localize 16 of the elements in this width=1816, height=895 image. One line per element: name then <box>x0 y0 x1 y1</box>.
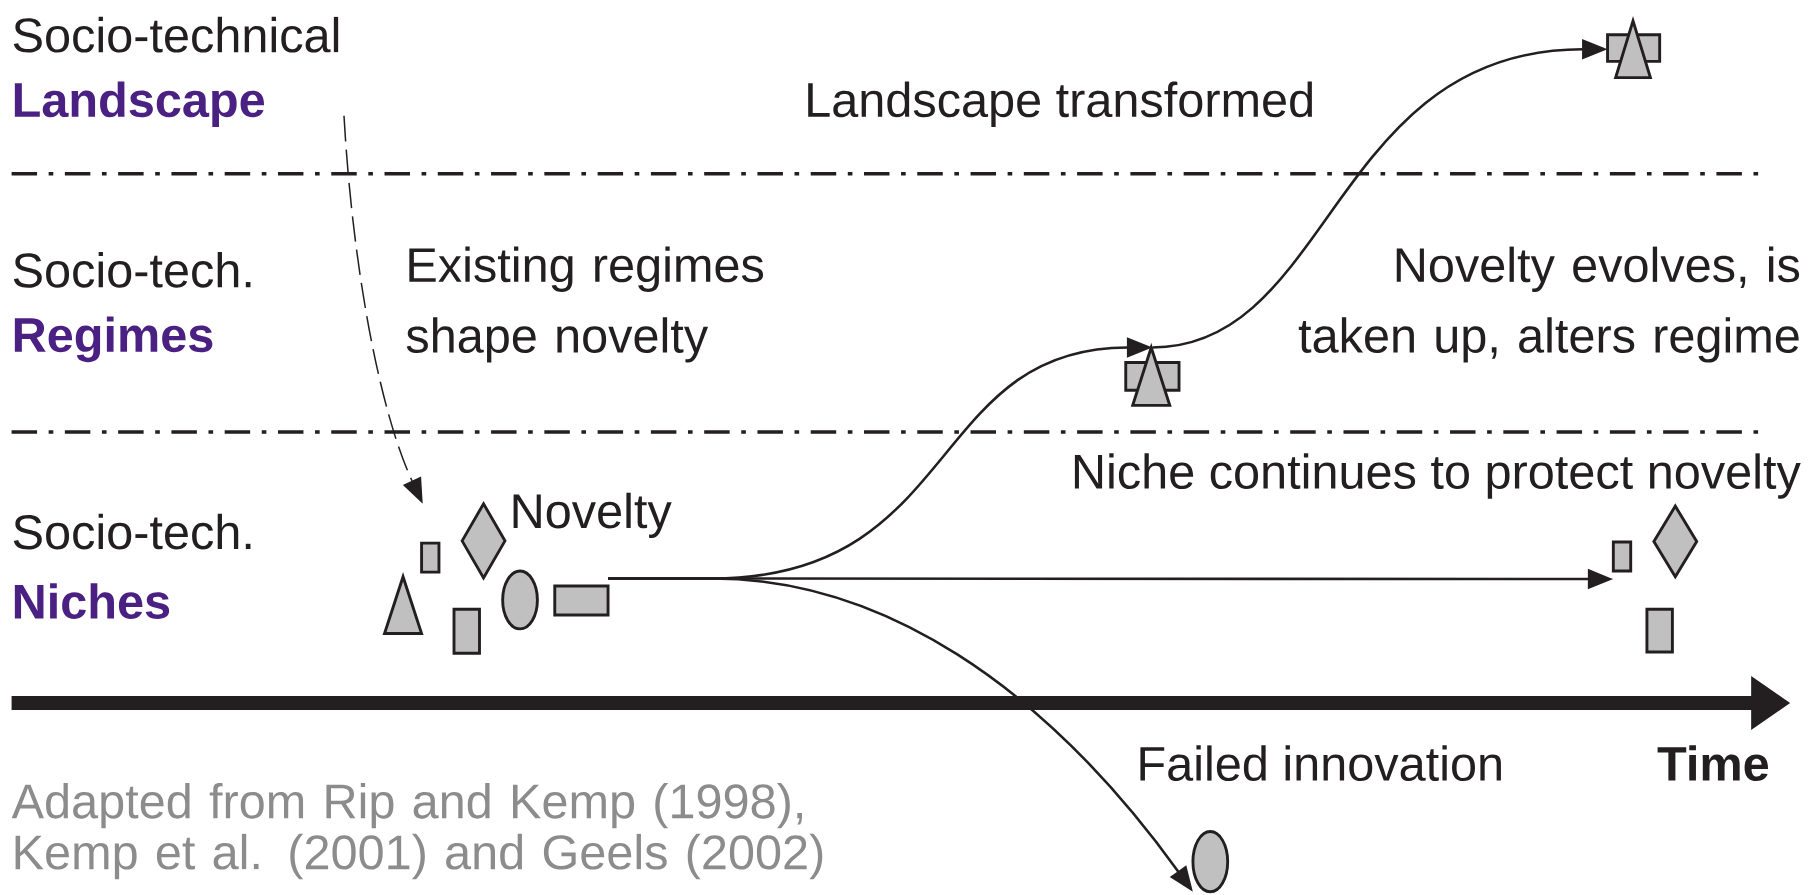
source-caption: Adapted from Rip and Kemp (1998), Kemp et al. (2001) and Geels (2002) <box>11 782 823 880</box>
annotation-text: Niche continues to protect novelty <box>1074 453 1801 499</box>
ellipse-shape <box>1191 830 1230 894</box>
annotation-text: Failed innovation <box>1140 745 1501 781</box>
layer-label: Niches <box>14 583 170 619</box>
node-label: Novelty <box>513 492 672 538</box>
layer-label: Socio-tech. <box>13 251 251 288</box>
annotation-text: Existing regimes shape novelty <box>406 246 764 363</box>
layer-label: Landscape <box>14 81 265 127</box>
shapes-drawing <box>1611 503 1699 654</box>
layer-label: Socio-tech. <box>13 513 251 550</box>
annotation-text: Novelty evolves, is taken up, alters regime <box>1298 246 1800 363</box>
layer-label: Regimes <box>14 316 213 362</box>
layer-label: Socio-technical <box>13 16 339 53</box>
annotation-text: Landscape transformed <box>808 81 1312 127</box>
annotation-text: Time <box>1657 745 1769 781</box>
